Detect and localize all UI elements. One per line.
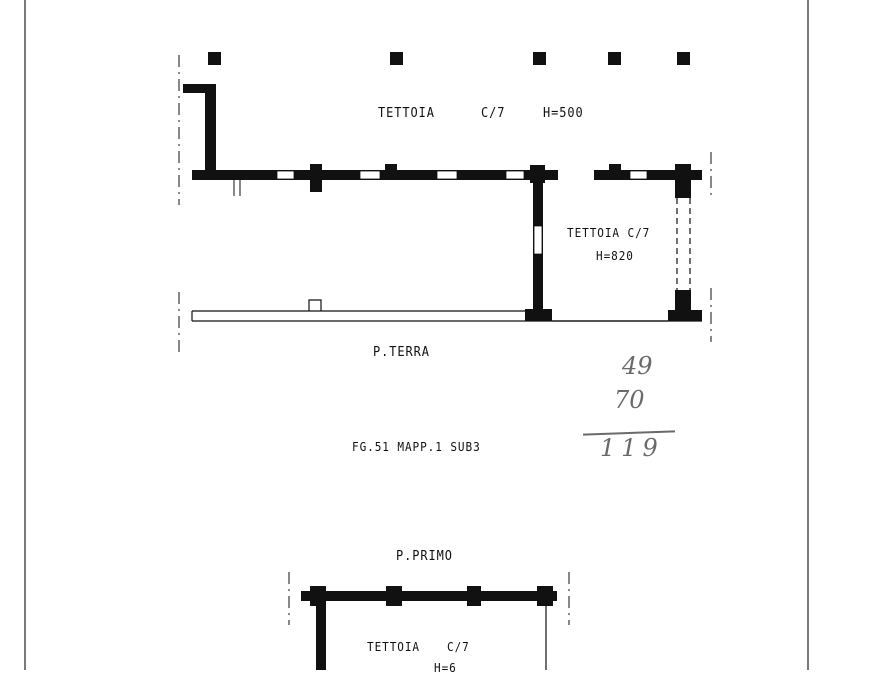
pillar	[675, 290, 691, 314]
pillar	[390, 52, 403, 65]
shed-side-name: TETTOIA C/7	[567, 226, 651, 240]
window	[629, 170, 648, 180]
window	[359, 170, 381, 180]
wall	[316, 600, 326, 670]
ground-floor-title: P.TERRA	[373, 345, 430, 360]
wall	[525, 309, 552, 321]
window	[533, 225, 543, 255]
first-floor-shed-category: C/7	[447, 640, 470, 654]
window	[276, 170, 295, 180]
pilaster	[675, 164, 691, 198]
wall	[183, 84, 216, 93]
wall	[205, 84, 216, 176]
handwritten-addend-1: 49	[622, 352, 653, 380]
pilaster	[386, 586, 402, 606]
first-floor-shed-height: H=6	[434, 661, 457, 675]
pilaster	[467, 586, 481, 606]
first-floor-title: P.PRIMO	[396, 549, 453, 564]
shed-main-height: H=500	[543, 106, 584, 121]
handwritten-addend-2: 70	[614, 386, 645, 414]
pillar	[208, 52, 221, 65]
wall	[530, 165, 545, 183]
pillar	[533, 52, 546, 65]
cadastral-reference: FG.51 MAPP.1 SUB3	[352, 440, 481, 454]
ground-floor-plan	[178, 52, 712, 355]
shed-side-height: H=820	[596, 249, 634, 263]
first-floor-plan	[288, 572, 570, 670]
pilaster	[537, 586, 553, 606]
pillar	[677, 52, 690, 65]
window	[436, 170, 458, 180]
wall	[594, 170, 702, 180]
wall	[301, 591, 557, 601]
handwritten-total: 119	[600, 434, 664, 462]
pillar	[608, 52, 621, 65]
niche	[308, 299, 322, 311]
shed-main-category: C/7	[481, 106, 506, 121]
window	[505, 170, 525, 180]
pilaster	[609, 164, 621, 180]
pillar	[668, 310, 702, 321]
shed-main-name: TETTOIA	[378, 106, 435, 121]
pilaster	[385, 164, 397, 178]
pilaster	[310, 164, 322, 192]
first-floor-shed-name: TETTOIA	[367, 640, 420, 654]
